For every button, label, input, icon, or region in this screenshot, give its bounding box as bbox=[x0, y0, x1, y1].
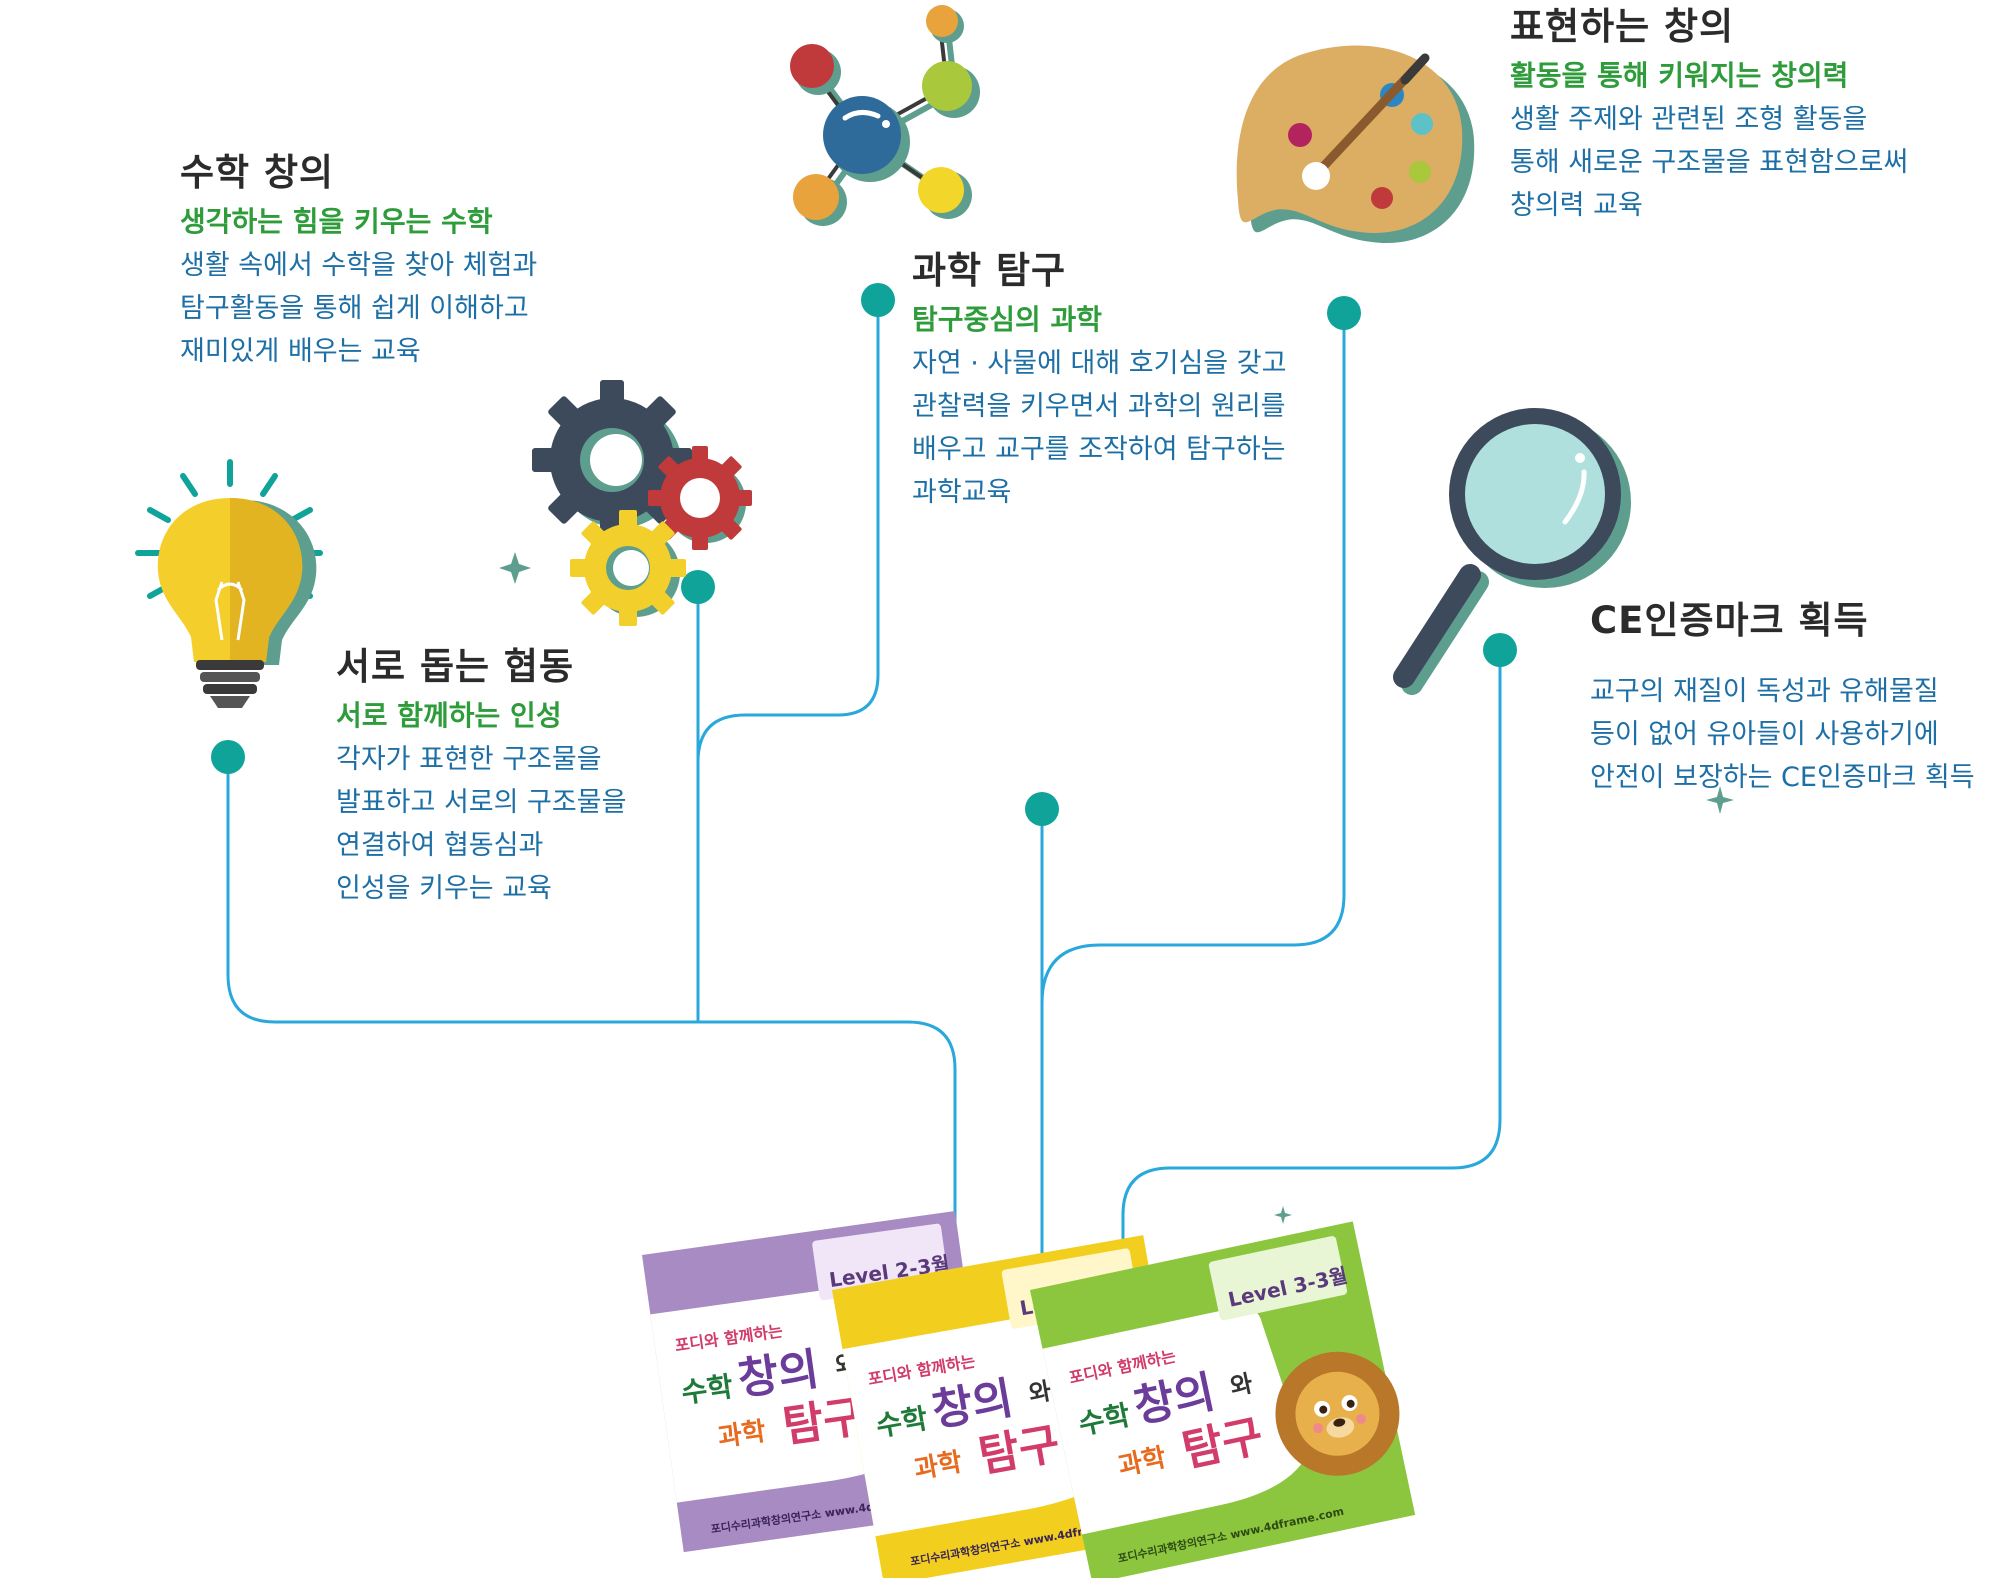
science-line-3: 배우고 교구를 조작하여 탐구하는 bbox=[912, 434, 1286, 465]
sparkle-icon bbox=[499, 552, 1734, 1224]
node-ce bbox=[1483, 633, 1517, 667]
cooperation-line-4: 인성을 키우는 교육 bbox=[336, 873, 552, 904]
gears-icon bbox=[532, 380, 752, 626]
science-title: 과학 탐구 bbox=[912, 249, 1067, 292]
math-line-2: 탐구활동을 통해 쉽게 이해하고 bbox=[180, 293, 529, 324]
cooperation-subtitle: 서로 함께하는 인성 bbox=[336, 699, 562, 732]
node-cooperation bbox=[211, 740, 245, 774]
science-line-2: 관찰력을 키우면서 과학의 원리를 bbox=[912, 391, 1286, 422]
light-bulb-icon bbox=[135, 459, 323, 708]
cooperation-line-3: 연결하여 협동심과 bbox=[336, 830, 544, 861]
book-purple-science: 과학 bbox=[716, 1417, 768, 1453]
connector-lines bbox=[226, 298, 1502, 1292]
book-stack: Level 2-3월 포디와 함께하는 수학 창의 와 과학 탐구 포디수리과학… bbox=[642, 1211, 1416, 1578]
expression-line-1: 생활 주제와 관련된 조형 활동을 bbox=[1510, 104, 1868, 135]
math-subtitle: 생각하는 힘을 키우는 수학 bbox=[180, 205, 493, 238]
magnifier-icon bbox=[1393, 408, 1631, 695]
math-line-1: 생활 속에서 수학을 찾아 체험과 bbox=[180, 250, 538, 281]
cooperation-line-1: 각자가 표현한 구조물을 bbox=[336, 744, 602, 775]
section-cooperation: 서로 돕는 협동 서로 함께하는 인성 각자가 표현한 구조물을 발표하고 서로… bbox=[336, 644, 626, 910]
cooperation-title: 서로 돕는 협동 bbox=[336, 645, 575, 688]
nodes bbox=[211, 283, 1517, 826]
node-gears bbox=[681, 570, 715, 604]
expression-subtitle: 활동을 통해 키워지는 창의력 bbox=[1510, 59, 1849, 92]
science-subtitle: 탐구중심의 과학 bbox=[912, 303, 1103, 336]
science-line-4: 과학교육 bbox=[912, 477, 1012, 508]
science-line-1: 자연 · 사물에 대해 호기심을 갖고 bbox=[912, 348, 1287, 379]
connector-cooperation bbox=[226, 756, 957, 1292]
cooperation-line-2: 발표하고 서로의 구조물을 bbox=[336, 787, 627, 818]
section-math: 수학 창의 생각하는 힘을 키우는 수학 생활 속에서 수학을 찾아 체험과 탐… bbox=[180, 150, 537, 373]
book-purple-creative: 창의 bbox=[735, 1344, 822, 1406]
math-line-3: 재미있게 배우는 교육 bbox=[180, 336, 421, 367]
book-yellow-wa: 와 bbox=[1027, 1377, 1054, 1408]
ce-line-2: 등이 없어 유아들이 사용하기에 bbox=[1590, 719, 1939, 750]
ce-line-1: 교구의 재질이 독성과 유해물질 bbox=[1590, 676, 1939, 707]
expression-line-2: 통해 새로운 구조물을 표현함으로써 bbox=[1510, 147, 1909, 178]
section-ce: CE인증마크 획득 교구의 재질이 독성과 유해물질 등이 없어 유아들이 사용… bbox=[1590, 598, 1975, 799]
section-science: 과학 탐구 탐구중심의 과학 자연 · 사물에 대해 호기심을 갖고 관찰력을 … bbox=[912, 248, 1286, 514]
connector-ce bbox=[1121, 646, 1502, 1252]
node-science bbox=[861, 283, 895, 317]
expression-line-3: 창의력 교육 bbox=[1510, 190, 1643, 221]
book-purple: Level 2-3월 포디와 함께하는 수학 창의 와 과학 탐구 포디수리과학… bbox=[642, 1211, 997, 1553]
connector-science bbox=[696, 298, 880, 764]
connector-expression bbox=[1040, 311, 1346, 1005]
section-expression: 표현하는 창의 활동을 통해 키워지는 창의력 생활 주제와 관련된 조형 활동… bbox=[1510, 4, 1908, 227]
ce-line-3: 안전이 보장하는 CE인증마크 획득 bbox=[1590, 762, 1975, 793]
molecule-icon bbox=[790, 5, 980, 226]
node-expression bbox=[1327, 296, 1361, 330]
palette-icon bbox=[1236, 45, 1475, 244]
math-title: 수학 창의 bbox=[180, 151, 335, 194]
lion-icon bbox=[1275, 1351, 1400, 1476]
node-center bbox=[1025, 792, 1059, 826]
ce-title: CE인증마크 획득 bbox=[1590, 599, 1869, 642]
book-green: Level 3-3월 포디와 함께하는 수학 창의 와 과학 탐구 포디수리과학… bbox=[1030, 1221, 1416, 1578]
expression-title: 표현하는 창의 bbox=[1510, 5, 1735, 48]
book-purple-math: 수학 bbox=[679, 1370, 735, 1410]
